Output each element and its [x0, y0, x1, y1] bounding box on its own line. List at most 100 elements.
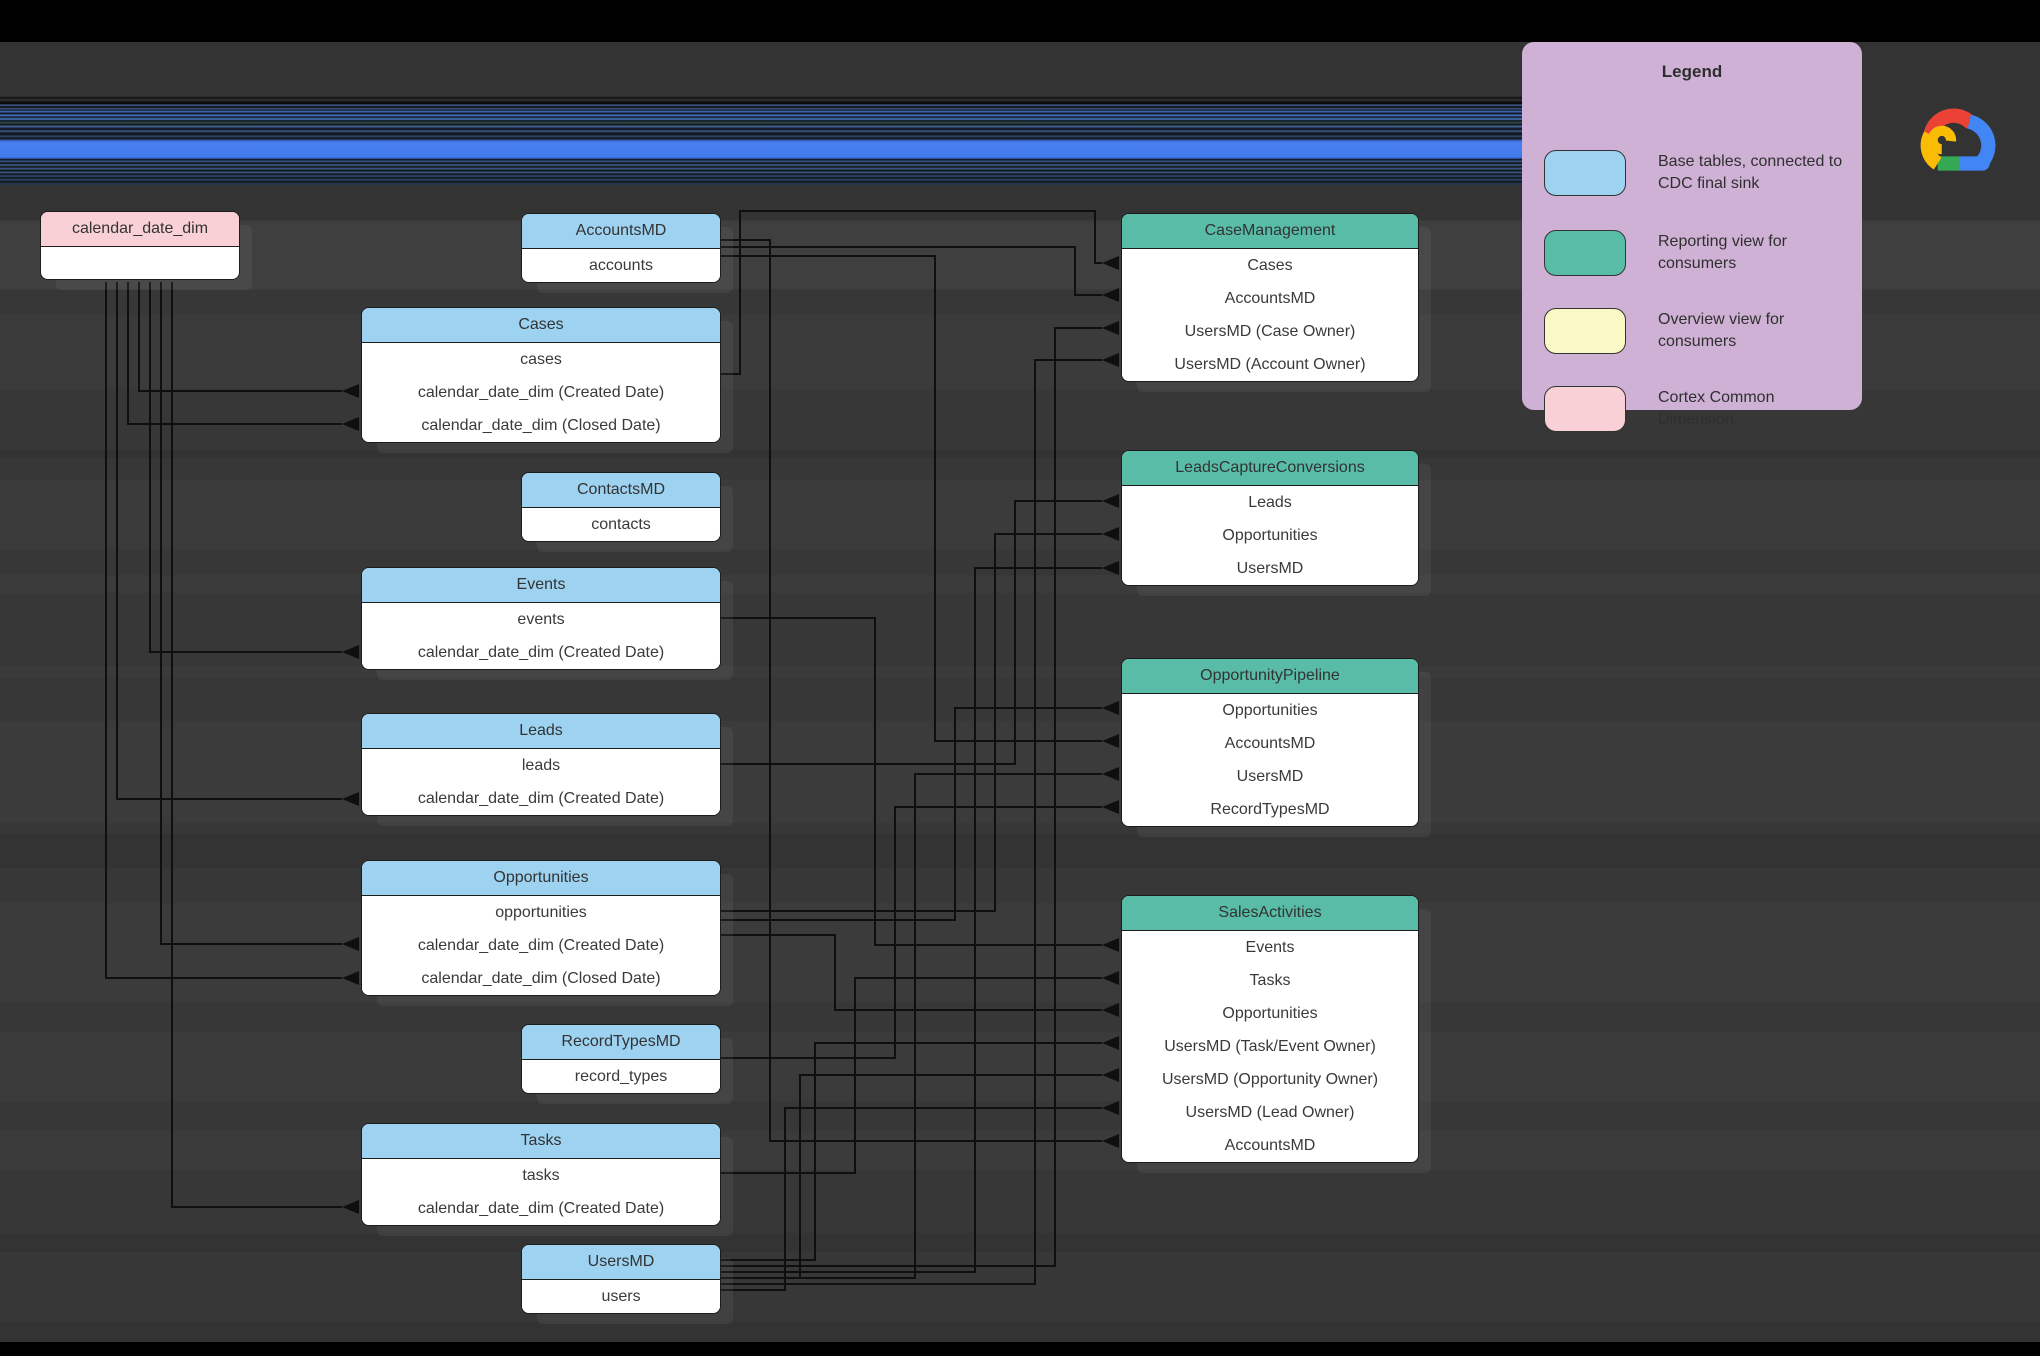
legend-item-overview: Overview view for consumers [1544, 308, 1848, 354]
connector-UsersMD-to-OpportunityPipeline [718, 773, 1102, 1279]
glitch-stripe-band [0, 96, 1540, 188]
table-row: events [362, 603, 720, 636]
table-title: LeadsCaptureConversions [1122, 451, 1418, 486]
connector-calendar_date_dim-to-Events [149, 282, 342, 653]
table-row: Tasks [1122, 964, 1418, 997]
arrowhead-icon [1102, 256, 1119, 270]
arrowhead-icon [1102, 1036, 1119, 1050]
table-row: Events [1122, 931, 1418, 964]
arrowhead-icon [342, 384, 359, 398]
table-row: calendar_date_dim (Created Date) [362, 376, 720, 409]
arrowhead-icon [1102, 288, 1119, 302]
arrowhead-icon [1102, 734, 1119, 748]
connector-calendar_date_dim-to-Cases [138, 282, 342, 392]
arrowhead-icon [342, 937, 359, 951]
arrowhead-icon [1102, 767, 1119, 781]
table-row: AccountsMD [1122, 727, 1418, 760]
arrowhead-icon [1102, 1101, 1119, 1115]
table-row: users [522, 1280, 720, 1313]
table-title: Opportunities [362, 861, 720, 896]
table-row: calendar_date_dim (Created Date) [362, 1192, 720, 1225]
overview-view-swatch [1544, 308, 1626, 354]
arrowhead-icon [1102, 701, 1119, 715]
legend-item-reporting: Reporting view for consumers [1544, 230, 1848, 276]
legend-panel: Legend Base tables, connected to CDC fin… [1522, 42, 1862, 432]
connector-Opportunities-to-LeadsCaptureConversions [718, 533, 1102, 912]
arrowhead-icon [1102, 1068, 1119, 1082]
connector-UsersMD-to-LeadsCaptureConversions [718, 567, 1102, 1273]
legend-label: Cortex Common Dimension [1658, 389, 1775, 428]
arrowhead-icon [342, 792, 359, 806]
connector-Cases-to-CaseManagement [718, 210, 1102, 375]
arrowhead-icon [1102, 1134, 1119, 1148]
table-row: tasks [362, 1159, 720, 1192]
connector-UsersMD-to-CaseManagement [718, 327, 1102, 1267]
table-row: contacts [522, 508, 720, 541]
table-title: Cases [362, 308, 720, 343]
table-row: accounts [522, 249, 720, 282]
connector-AccountsMD-to-OpportunityPipeline [718, 255, 1102, 742]
legend-label: Base tables, connected to CDC final sink [1658, 153, 1843, 192]
connector-AccountsMD-to-CaseManagement [718, 246, 1102, 296]
table-title: RecordTypesMD [522, 1025, 720, 1060]
arrowhead-icon [1102, 561, 1119, 575]
reporting-view-swatch [1544, 230, 1626, 276]
connector-RecordTypesMD-to-OpportunityPipeline [718, 806, 1102, 1059]
connector-calendar_date_dim-to-Leads [116, 282, 342, 800]
table-title: OpportunityPipeline [1122, 659, 1418, 694]
table-row: AccountsMD [1122, 282, 1418, 315]
arrowhead-icon [1102, 353, 1119, 367]
table-row: Opportunities [1122, 694, 1418, 727]
connector-UsersMD-to-SalesActivities [718, 1042, 1102, 1261]
table-row: RecordTypesMD [1122, 793, 1418, 826]
arrowhead-icon [1102, 527, 1119, 541]
connector-calendar_date_dim-to-Tasks [171, 282, 342, 1208]
table-row: opportunities [362, 896, 720, 929]
table-row: Opportunities [1122, 997, 1418, 1030]
connector-UsersMD-to-CaseManagement [718, 359, 1102, 1285]
base-table-swatch [1544, 150, 1626, 196]
table-row: Opportunities [1122, 519, 1418, 552]
arrowhead-icon [342, 645, 359, 659]
google-cloud-logo [1920, 108, 1996, 171]
table-title: Tasks [362, 1124, 720, 1159]
legend-title: Legend [1661, 62, 1723, 81]
table-title: AccountsMD [522, 214, 720, 249]
connector-calendar_date_dim-to-Opportunities [160, 282, 342, 945]
table-row: UsersMD (Task/Event Owner) [1122, 1030, 1418, 1063]
table-title: UsersMD [522, 1245, 720, 1280]
table-node-calendar_date_dim[interactable]: calendar_date_dim [40, 211, 240, 280]
connector-calendar_date_dim-to-Opportunities [105, 282, 342, 979]
table-title: ContactsMD [522, 473, 720, 508]
table-row: UsersMD (Opportunity Owner) [1122, 1063, 1418, 1096]
arrowhead-icon [342, 971, 359, 985]
connector-Events-to-SalesActivities [718, 617, 1102, 946]
legend-label: Overview view for consumers [1658, 311, 1785, 350]
table-title: Leads [362, 714, 720, 749]
legend-item-base: Base tables, connected to CDC final sink [1544, 150, 1848, 196]
connector-UsersMD-to-SalesActivities [718, 1107, 1102, 1291]
table-title: Events [362, 568, 720, 603]
table-row: UsersMD (Case Owner) [1122, 315, 1418, 348]
connector-calendar_date_dim-to-Cases [127, 282, 342, 425]
arrowhead-icon [342, 1200, 359, 1214]
arrowhead-icon [1102, 938, 1119, 952]
table-row: leads [362, 749, 720, 782]
connector-AccountsMD-to-SalesActivities [718, 239, 1102, 1142]
table-row: AccountsMD [1122, 1129, 1418, 1162]
table-title: CaseManagement [1122, 214, 1418, 249]
top-black-bar [0, 0, 2040, 42]
